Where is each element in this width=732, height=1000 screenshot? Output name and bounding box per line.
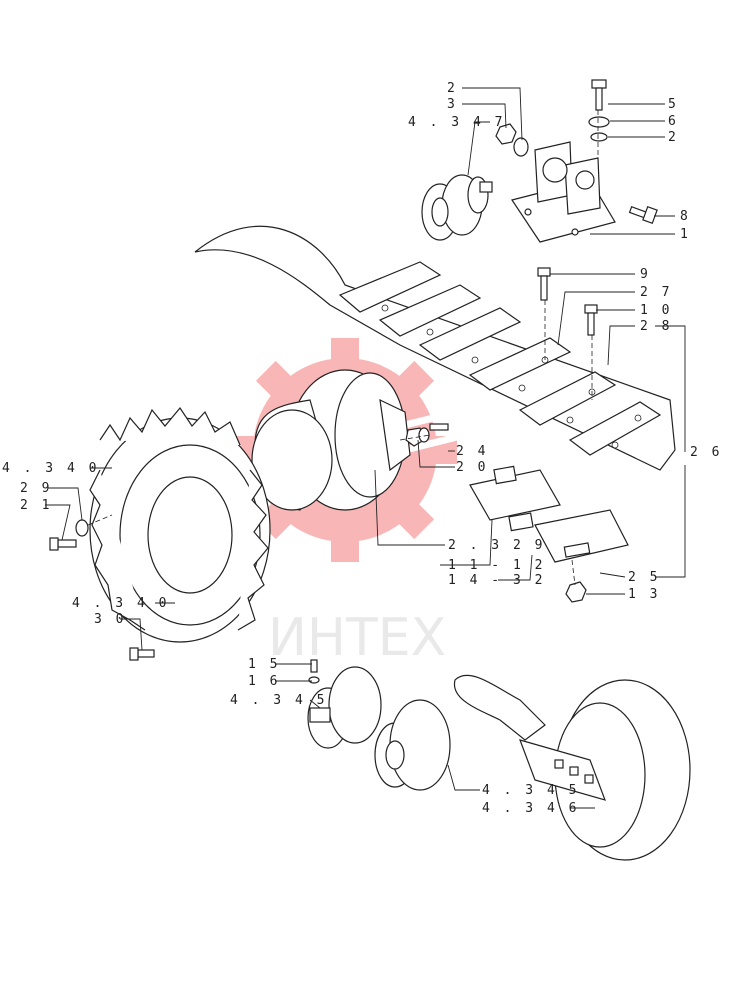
callout-13: 1 3 [628,587,660,602]
callout-9: 9 [640,267,651,282]
callout-16: 1 6 [248,674,280,689]
double-flange-roller [374,699,451,791]
track-link-b [534,509,629,563]
roller-bracket [511,141,616,243]
callout-4-340-b: 4 . 3 4 0 [72,596,169,611]
callout-8: 8 [680,209,691,224]
callout-25: 2 5 [628,570,660,585]
callout-27: 2 7 [640,285,672,300]
track-link-a [469,465,561,532]
final-drive-motor [251,369,425,511]
callout-11-12: 1 1 - 1 2 [448,558,545,573]
callout-5: 5 [668,97,679,112]
front-idler-recoil [453,674,691,861]
callout-2-right: 2 [668,130,679,145]
callout-28: 2 8 [640,319,672,334]
callout-15: 1 5 [248,657,280,672]
callout-4-347: 4 . 3 4 7 [408,115,505,130]
callout-30: 3 0 [94,612,126,627]
track-roller-bottom [307,659,382,749]
carrier-roller-top [421,174,493,241]
callout-4-340-a: 4 . 3 4 0 [2,461,99,476]
callout-6: 6 [668,114,679,129]
callout-21: 2 1 [20,498,52,513]
callout-4-345-b: 4 . 3 4 5 [482,783,579,798]
callout-29: 2 9 [20,481,52,496]
callout-2-329: 2 . 3 2 9 [448,538,545,553]
callout-3: 3 [447,97,458,112]
callout-14-32: 1 4 - 3 2 [448,573,545,588]
leader-lines [45,87,686,809]
callout-labels: 2 3 4 . 3 4 7 5 6 2 8 1 9 2 7 1 0 2 8 2 … [2,81,722,816]
bolt-24 [418,423,449,443]
hidden-lines [87,110,599,586]
callout-10: 1 0 [640,303,672,318]
callout-2-top: 2 [447,81,458,96]
callout-26: 2 6 [690,445,722,460]
drive-sprocket [89,406,271,643]
bolt-21 [49,519,89,551]
callout-4-345-a: 4 . 3 4 5 [230,693,327,708]
track-shoe-belt [194,225,676,471]
nut-13 [565,581,587,603]
callout-4-346: 4 . 3 4 6 [482,801,579,816]
callout-20: 2 0 [456,460,488,475]
callout-24: 2 4 [456,444,488,459]
callout-1: 1 [680,227,691,242]
fasteners-top [495,79,658,336]
watermark-text: ИНТЕХ [268,608,446,668]
bolt-30 [129,647,155,661]
